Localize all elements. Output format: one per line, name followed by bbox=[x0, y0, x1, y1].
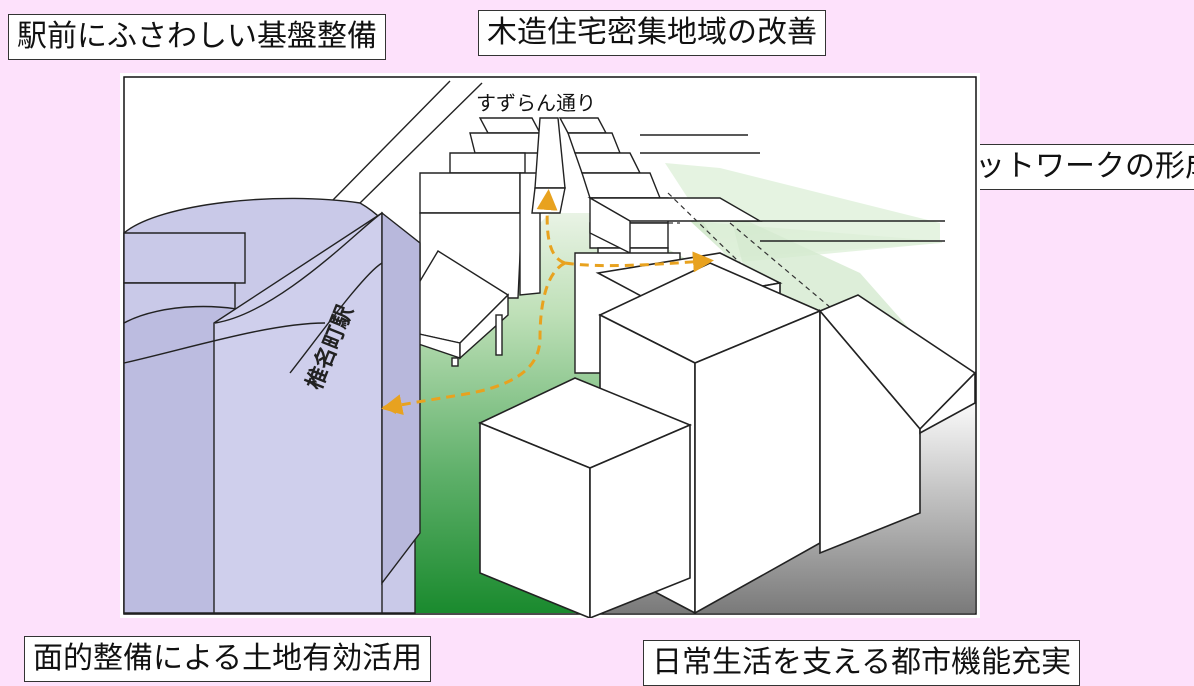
green-corridor bbox=[665, 163, 940, 263]
station-building bbox=[123, 197, 421, 614]
road-lines bbox=[329, 80, 945, 242]
label-wooden-housing: 木造住宅密集地域の改善 bbox=[478, 10, 826, 56]
town-plan-illustration: 椎名町駅 すずらん通り bbox=[120, 73, 980, 618]
street-name: すずらん通り bbox=[476, 91, 596, 115]
large-blocks bbox=[478, 252, 977, 618]
route-arrowheads bbox=[382, 191, 712, 414]
pedestrian-route bbox=[381, 189, 714, 415]
label-urban-function: 日常生活を支える都市機能充実 bbox=[643, 640, 1081, 686]
label-station-infrastructure: 駅前にふさわしい基盤整備 bbox=[8, 14, 386, 60]
label-land-use: 面的整備による土地有効活用 bbox=[24, 636, 432, 682]
